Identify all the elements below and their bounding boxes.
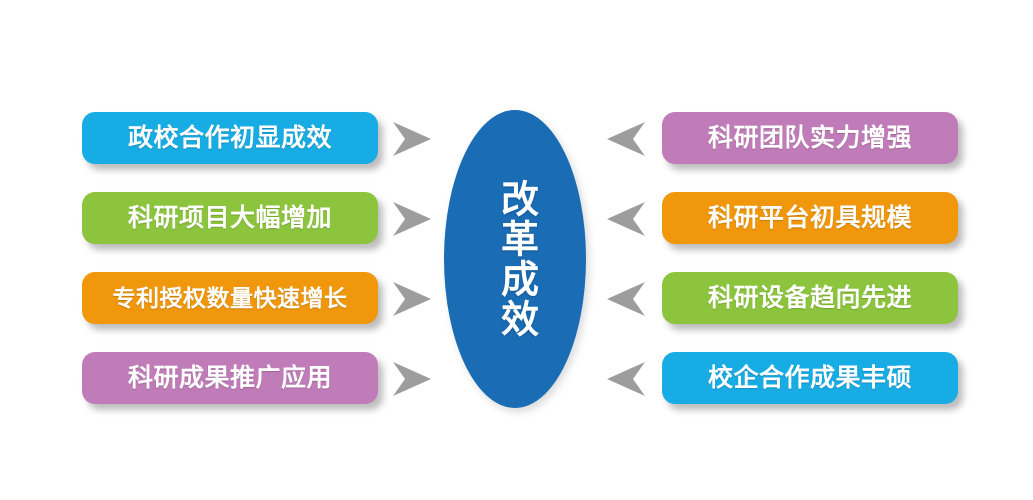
node-left-2[interactable]: 科研项目大幅增加 bbox=[82, 192, 378, 244]
node-left-4-label: 科研成果推广应用 bbox=[127, 363, 332, 392]
arrow-left-icon-right-1 bbox=[604, 118, 648, 160]
node-right-1-label: 科研团队实力增强 bbox=[707, 123, 912, 152]
center-ellipse-label: 改革成效 bbox=[494, 179, 537, 339]
arrow-right-icon-left-2 bbox=[390, 198, 434, 240]
arrow-right-icon-left-1 bbox=[390, 118, 434, 160]
arrow-left-icon-right-4 bbox=[604, 358, 648, 400]
node-right-3[interactable]: 科研设备趋向先进 bbox=[662, 272, 958, 324]
node-left-3[interactable]: 专利授权数量快速增长 bbox=[82, 272, 378, 324]
node-left-2-label: 科研项目大幅增加 bbox=[127, 203, 332, 232]
node-right-1[interactable]: 科研团队实力增强 bbox=[662, 112, 958, 164]
node-right-4[interactable]: 校企合作成果丰硕 bbox=[662, 352, 958, 404]
node-right-2-label: 科研平台初具规模 bbox=[707, 203, 912, 232]
arrow-right-icon-left-4 bbox=[390, 358, 434, 400]
arrow-left-icon-right-3 bbox=[604, 278, 648, 320]
arrow-right-icon-left-3 bbox=[390, 278, 434, 320]
node-right-3-label: 科研设备趋向先进 bbox=[707, 283, 912, 312]
node-left-4[interactable]: 科研成果推广应用 bbox=[82, 352, 378, 404]
node-left-1-label: 政校合作初显成效 bbox=[127, 123, 332, 152]
node-left-3-label: 专利授权数量快速增长 bbox=[112, 284, 348, 311]
node-right-2[interactable]: 科研平台初具规模 bbox=[662, 192, 958, 244]
arrow-left-icon-right-2 bbox=[604, 198, 648, 240]
node-right-4-label: 校企合作成果丰硕 bbox=[707, 363, 912, 392]
node-left-1[interactable]: 政校合作初显成效 bbox=[82, 112, 378, 164]
center-ellipse[interactable]: 改革成效 bbox=[444, 110, 586, 408]
